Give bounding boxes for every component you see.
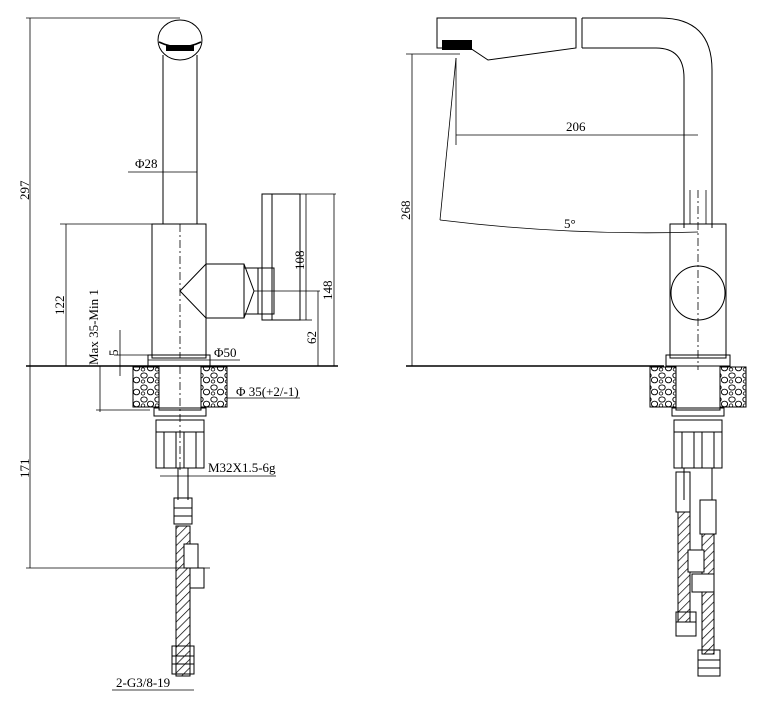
- dim-pull-height: 268: [398, 201, 413, 221]
- dim-hole-diameter: Φ 35(+2/-1): [236, 384, 299, 399]
- mounting-shank: [153, 365, 207, 470]
- countertop-right-front: [719, 366, 747, 408]
- countertop-left-front: [649, 366, 677, 408]
- supply-hoses: [171, 468, 205, 677]
- dim-gap: 5: [106, 350, 121, 357]
- front-view: 268 206 5°: [398, 17, 747, 677]
- supply-hoses-front: [675, 468, 721, 677]
- dim-spout-diameter: Φ28: [135, 156, 158, 171]
- countertop-right: [200, 366, 228, 408]
- dim-hose-connector: 2-G3/8-19: [116, 675, 170, 690]
- dim-thread: M32X1.5-6g: [208, 460, 276, 475]
- dim-angle: 5°: [564, 216, 576, 231]
- countertop-left: [132, 366, 160, 408]
- faucet-body-front: [665, 190, 731, 370]
- pull-out-spray-head: [436, 17, 713, 228]
- dim-lever-height: 148: [320, 281, 335, 301]
- dim-reach: 206: [566, 119, 586, 134]
- dim-lever-offset: 62: [304, 331, 319, 344]
- faucet-body: [147, 193, 301, 367]
- dim-handle-height: 108: [292, 251, 307, 271]
- mounting-shank-front: [671, 365, 725, 469]
- dim-overall-height: 297: [17, 180, 32, 200]
- dim-base-diameter: Φ50: [214, 345, 237, 360]
- dim-deck-thickness: Max 35-Min 1: [86, 289, 101, 365]
- dim-below-deck: 171: [17, 459, 32, 479]
- side-view: 297 Φ28 122 Max 35-Min 1: [17, 17, 338, 691]
- dim-body-height: 122: [52, 296, 67, 316]
- spout-cap: [157, 19, 203, 224]
